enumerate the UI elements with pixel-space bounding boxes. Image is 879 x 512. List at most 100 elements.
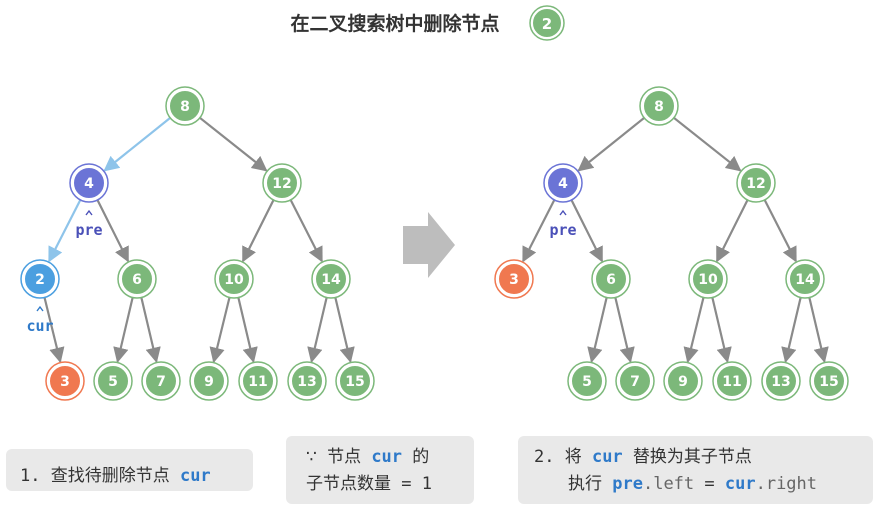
right-node-label: 14 xyxy=(795,272,815,288)
left-node-4: 4 xyxy=(69,163,109,203)
diagram-title: 在二叉搜索树中删除节点 xyxy=(290,12,499,35)
left-node-2: 2 xyxy=(20,259,60,299)
right-pointer-caret-icon xyxy=(559,209,567,216)
left-pointer-pre: pre xyxy=(75,209,103,239)
right-arrow-icon xyxy=(403,212,455,278)
left-edge-n8-n12 xyxy=(199,116,268,172)
right-edge-m4-m3 xyxy=(522,199,556,263)
step1-code-cur: cur xyxy=(179,466,211,486)
left-node-label: 13 xyxy=(297,374,316,390)
left-node-label: 14 xyxy=(321,272,341,288)
left-node-label: 4 xyxy=(84,176,94,192)
left-node-15: 15 xyxy=(335,361,375,401)
left-node-label: 9 xyxy=(204,374,214,390)
right-node-label: 11 xyxy=(722,374,741,390)
left-node-label: 2 xyxy=(35,272,45,288)
right-node-10: 10 xyxy=(688,259,728,299)
left-pointer-cur: cur xyxy=(26,305,54,335)
left-node-label: 8 xyxy=(180,99,190,115)
right-node-15: 15 xyxy=(809,361,849,401)
right-node-4: 4 xyxy=(543,163,583,203)
right-node-label: 5 xyxy=(582,374,592,390)
right-tree-edges xyxy=(522,116,829,364)
right-edge-m4-m6 xyxy=(570,199,604,263)
right-edge-m8-m12 xyxy=(673,116,742,172)
right-edge-m10-m11 xyxy=(711,297,732,364)
step2-code-pre: pre xyxy=(612,474,643,494)
left-node-label: 3 xyxy=(60,374,70,390)
because-symbol: ∵ xyxy=(306,447,317,467)
left-node-9: 9 xyxy=(189,361,229,401)
right-node-label: 3 xyxy=(509,272,519,288)
left-node-label: 5 xyxy=(108,374,118,390)
left-edge-n2-n3 xyxy=(43,297,65,364)
step-badge: 2 xyxy=(529,5,565,41)
right-edge-m12-m10 xyxy=(715,199,749,263)
step2-eq: = xyxy=(694,474,725,494)
right-edge-m14-m15 xyxy=(808,297,829,364)
right-node-label: 13 xyxy=(771,374,790,390)
reason-box: ∵ 节点 cur 的 子节点数量 = 1 xyxy=(286,436,474,504)
step2-exec: 执行 xyxy=(568,474,613,494)
right-node-7: 7 xyxy=(615,361,655,401)
step-badge-label: 2 xyxy=(542,15,552,33)
left-node-label: 11 xyxy=(248,374,267,390)
left-node-label: 7 xyxy=(156,374,166,390)
left-node-label: 10 xyxy=(224,272,244,288)
step1-box: 1. 查找待删除节点 cur xyxy=(6,449,253,491)
right-node-8: 8 xyxy=(639,86,679,126)
left-edge-n10-n11 xyxy=(237,297,258,364)
right-node-label: 6 xyxy=(606,272,616,288)
right-node-12: 12 xyxy=(736,163,776,203)
left-node-12: 12 xyxy=(262,163,302,203)
right-edge-m6-m7 xyxy=(614,297,635,364)
right-node-label: 12 xyxy=(746,176,765,192)
left-edge-n4-n6 xyxy=(96,199,130,263)
left-edge-n8-n4 xyxy=(103,117,171,172)
left-pointer-label: pre xyxy=(75,221,102,239)
left-pointer-caret-icon xyxy=(36,305,44,312)
right-node-label: 7 xyxy=(630,374,640,390)
left-tree-edges xyxy=(43,116,355,364)
right-node-14: 14 xyxy=(785,259,825,299)
reason-text1: 节点 xyxy=(316,447,372,467)
step1-prefix: 1. 查找待删除节点 xyxy=(20,466,180,486)
left-edge-n14-n13 xyxy=(307,297,328,364)
right-tree-nodes: 8 4 12 3 6 10 14 5 7 9 11 13 15 xyxy=(494,86,849,401)
right-edge-m6-m5 xyxy=(587,297,608,364)
left-edge-n10-n9 xyxy=(209,297,231,364)
right-node-label: 4 xyxy=(558,176,568,192)
left-node-11: 11 xyxy=(238,361,278,401)
right-node-label: 15 xyxy=(819,374,838,390)
right-node-label: 9 xyxy=(678,374,688,390)
right-node-label: 8 xyxy=(654,99,664,115)
right-edge-m10-m9 xyxy=(683,297,705,364)
left-node-label: 15 xyxy=(345,374,364,390)
right-node-3: 3 xyxy=(494,259,534,299)
right-node-9: 9 xyxy=(663,361,703,401)
left-edge-n4-n2 xyxy=(48,199,82,263)
left-edge-n14-n15 xyxy=(334,297,355,364)
reason-line2: 子节点数量 = 1 xyxy=(306,474,432,494)
left-tree-pointers: pre cur xyxy=(26,209,103,335)
right-node-5: 5 xyxy=(567,361,607,401)
step2-code-cur: cur xyxy=(591,447,623,467)
left-node-3: 3 xyxy=(45,361,85,401)
left-node-6: 6 xyxy=(117,259,157,299)
right-pointer-label: pre xyxy=(549,221,576,239)
right-pointer-pre: pre xyxy=(549,209,577,239)
right-edge-m14-m13 xyxy=(781,297,802,364)
left-node-5: 5 xyxy=(93,361,133,401)
left-node-label: 6 xyxy=(132,272,142,288)
right-node-13: 13 xyxy=(761,361,801,401)
right-node-label: 10 xyxy=(698,272,718,288)
left-pointer-label: cur xyxy=(26,317,53,335)
right-edge-m12-m14 xyxy=(763,199,797,263)
right-tree-pointers: pre xyxy=(549,209,577,239)
left-pointer-caret-icon xyxy=(85,209,93,216)
step2-dot-left: .left xyxy=(642,474,695,494)
left-node-label: 12 xyxy=(272,176,291,192)
step2-suffix: 替换为其子节点 xyxy=(622,447,752,467)
left-node-13: 13 xyxy=(287,361,327,401)
